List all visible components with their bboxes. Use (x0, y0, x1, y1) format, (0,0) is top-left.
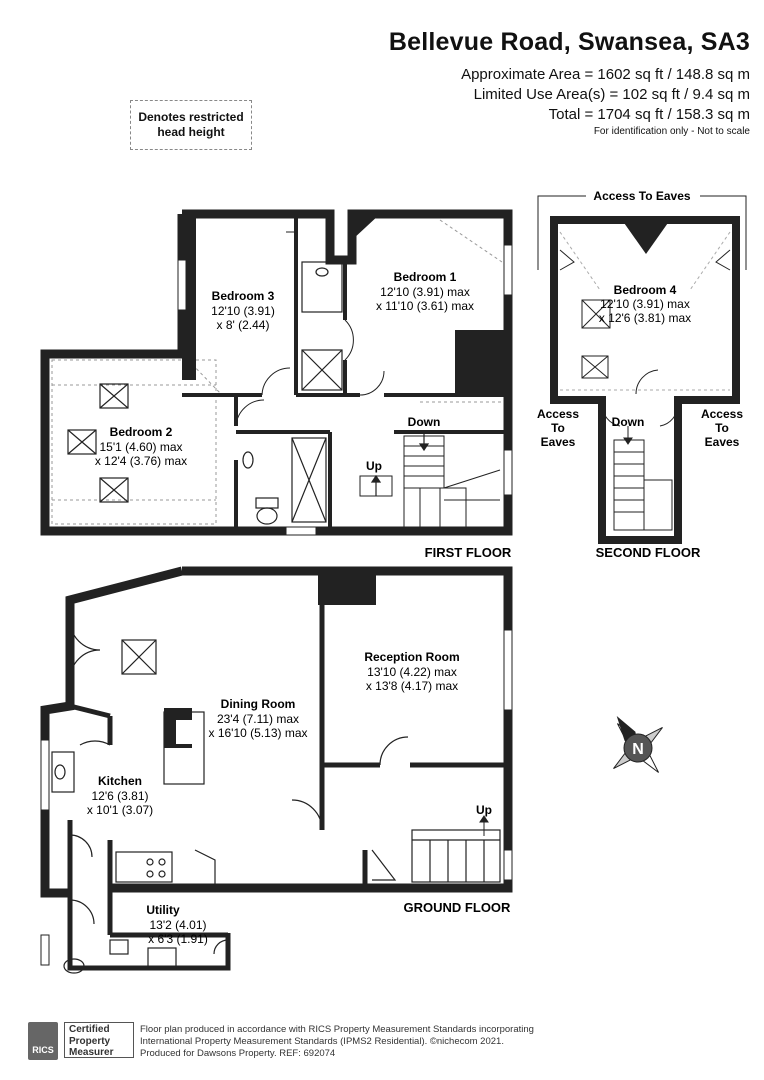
kitchen-dim1: 12'6 (3.81) (92, 789, 149, 803)
badge-line-3: Measurer (69, 1047, 114, 1058)
certified-property-measurer: Certified Property Measurer (64, 1022, 134, 1058)
access-left-2: To (551, 421, 565, 435)
chimney-block (318, 571, 376, 605)
dining-room-name: Dining Room (221, 697, 296, 711)
eaves-block (622, 220, 670, 254)
utility-name: Utility (146, 903, 180, 917)
compass (613, 716, 663, 773)
ground-floor-arrow (479, 815, 489, 836)
ground-floor-walls (67, 571, 508, 971)
access-right-1: Access (701, 407, 743, 421)
wall-block (182, 214, 196, 380)
second-floor-details (537, 195, 747, 531)
approximate-area: Approximate Area = 1602 sq ft / 148.8 sq… (461, 66, 750, 83)
limited-use-area: Limited Use Area(s) = 102 sq ft / 9.4 sq… (473, 86, 750, 103)
bedroom-3-dim2: x 8' (2.44) (217, 318, 270, 332)
down-label-first: Down (408, 415, 441, 429)
bedroom-4-dim2: x 12'6 (3.81) max (599, 311, 691, 325)
bedroom-4-dim1: 12'10 (3.91) max (600, 297, 690, 311)
bedroom-1-dim1: 12'10 (3.91) max (380, 285, 470, 299)
footer-line-2: International Property Measurement Stand… (140, 1036, 504, 1047)
wall-block (455, 330, 508, 395)
legend-line-2: head height (157, 125, 225, 139)
reception-room-dim2: x 13'8 (4.17) max (366, 679, 458, 693)
scale-note: For identification only - Not to scale (593, 126, 750, 137)
access-left-3: Eaves (541, 435, 576, 449)
kitchen-dim2: x 10'1 (3.07) (87, 803, 153, 817)
reception-room-name: Reception Room (364, 650, 459, 664)
first-floor-plan (40, 209, 513, 536)
bedroom-3-name: Bedroom 3 (212, 289, 275, 303)
total-area: Total = 1704 sq ft / 158.3 sq m (548, 106, 750, 123)
access-left-1: Access (537, 407, 579, 421)
utility-dim1: 13'2 (4.01) (150, 918, 207, 932)
restricted-head-height-legend: Denotes restricted head height (130, 100, 252, 150)
kitchen-name: Kitchen (98, 774, 142, 788)
dining-room-dim2: x 16'10 (5.13) max (208, 726, 307, 740)
bedroom-2-dim2: x 12'4 (3.76) max (95, 454, 187, 468)
second-floor-restricted (559, 231, 731, 391)
badge-line-1: Certified (69, 1024, 110, 1035)
utility-dim2: x 6'3 (1.91) (148, 932, 208, 946)
access-right-3: Eaves (705, 435, 740, 449)
access-right-2: To (715, 421, 729, 435)
rics-badge: RICS Certified Property Measurer (28, 1022, 138, 1062)
first-floor-windows (177, 244, 513, 536)
second-floor-plan (550, 216, 740, 544)
first-floor-doors (235, 231, 385, 427)
footer-text: Floor plan produced in accordance with R… (140, 1024, 740, 1060)
up-label-first: Up (366, 459, 382, 473)
skylights-bedroom-2 (67, 383, 129, 503)
page-title: Bellevue Road, Swansea, SA3 (388, 28, 750, 56)
badge-line-2: Property (69, 1035, 111, 1047)
compass-north-label: N (632, 741, 644, 758)
legend-line-1: Denotes restricted (138, 110, 244, 124)
down-label-second: Down (612, 415, 645, 429)
bedroom-1-name: Bedroom 1 (394, 270, 457, 284)
first-floor-stairs (359, 435, 501, 528)
first-floor-arrows (370, 432, 430, 496)
shower-trays (242, 261, 343, 525)
second-floor-label: SECOND FLOOR (596, 545, 701, 560)
bedroom-4-name: Bedroom 4 (614, 283, 677, 297)
chimney-recess (176, 720, 192, 744)
bedroom-3-dim1: 12'10 (3.91) (211, 304, 275, 318)
bedroom-1-dim2: x 11'10 (3.61) max (376, 299, 474, 313)
ground-floor-windows (40, 629, 513, 966)
wall-block (352, 214, 380, 240)
access-eaves-top: Access To Eaves (593, 189, 690, 203)
up-label-ground: Up (476, 803, 492, 817)
second-floor-arrow (623, 426, 633, 445)
footer-line-1: Floor plan produced in accordance with R… (140, 1024, 534, 1035)
ground-floor-details (51, 619, 501, 974)
dining-room-dim1: 23'4 (7.11) max (217, 712, 299, 726)
bedroom-2-name: Bedroom 2 (110, 425, 173, 439)
ground-floor-label: GROUND FLOOR (404, 900, 511, 915)
first-floor-label: FIRST FLOOR (425, 545, 512, 560)
rics-logo: RICS (28, 1022, 58, 1060)
footer-line-3: Produced for Dawsons Property. REF: 6920… (140, 1048, 336, 1059)
reception-room-dim1: 13'10 (4.22) max (367, 665, 457, 679)
bedroom-2-dim1: 15'1 (4.60) max (100, 440, 183, 454)
